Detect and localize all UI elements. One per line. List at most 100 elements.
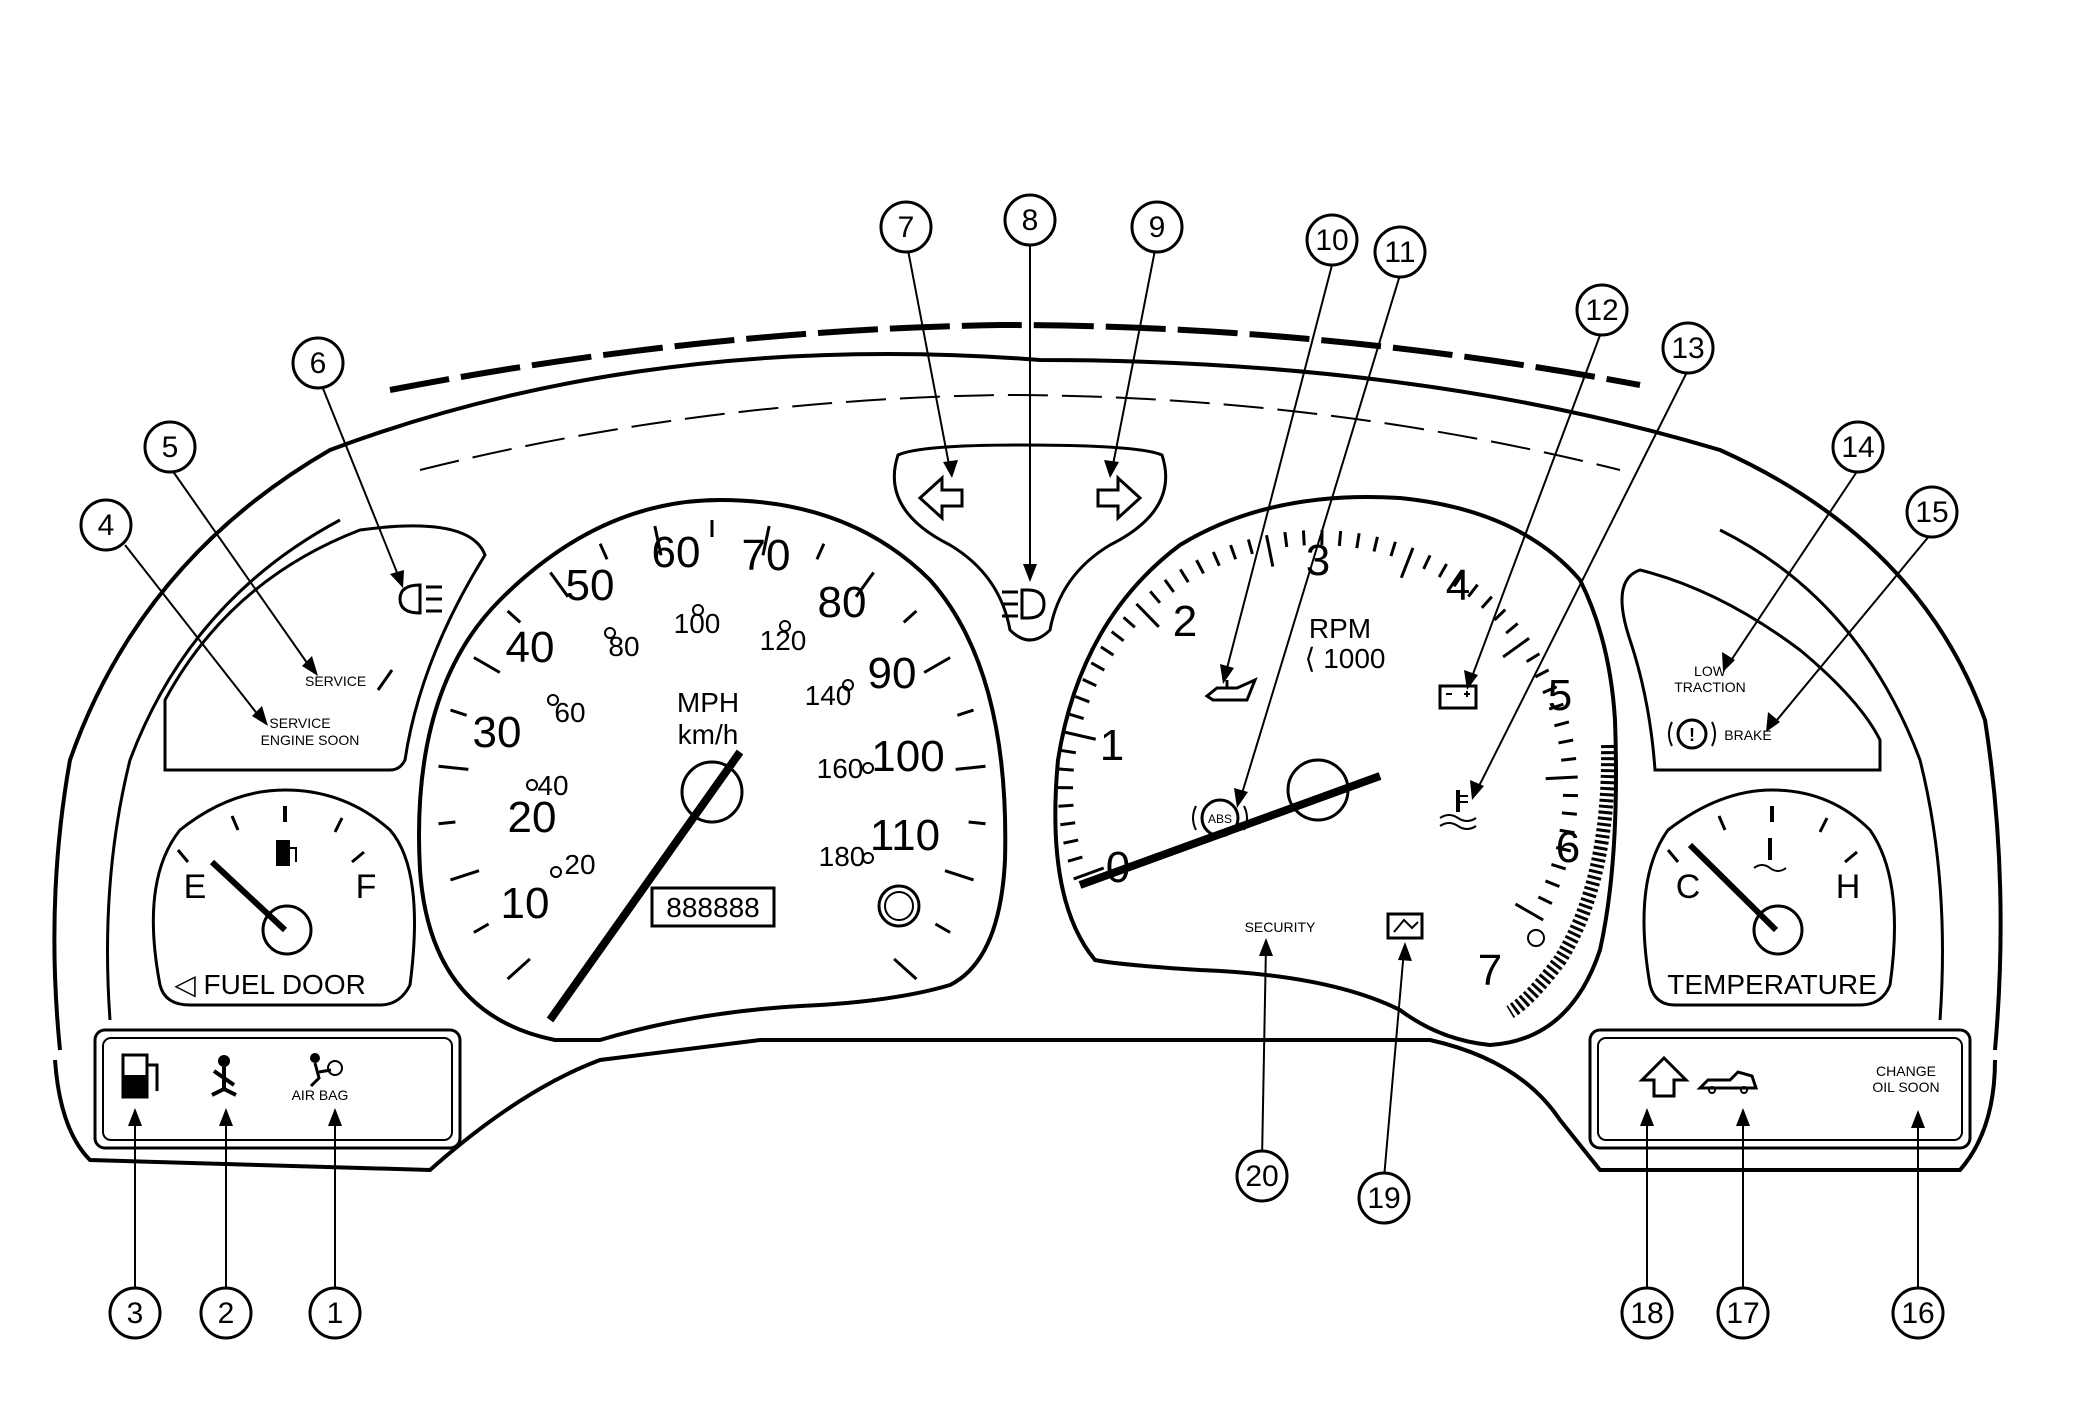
tachometer-tick bbox=[1112, 632, 1124, 641]
kmh-dot bbox=[527, 780, 537, 790]
rpm-multiplier-label: ⟨ 1000 bbox=[1305, 643, 1386, 674]
tachometer-label: 4 bbox=[1446, 561, 1470, 610]
callout-number: 5 bbox=[162, 431, 179, 464]
callout-number: 12 bbox=[1585, 294, 1618, 327]
kmh-dot bbox=[551, 867, 561, 877]
tachometer-tick bbox=[1357, 533, 1359, 548]
tachometer-tick bbox=[1091, 663, 1104, 670]
speedometer-needle bbox=[550, 752, 740, 1020]
upshift-arrow-icon bbox=[1642, 1058, 1686, 1096]
speedometer-kmh-label: 40 bbox=[537, 770, 568, 801]
speedometer-tick bbox=[474, 658, 500, 673]
speedometer-mph-label: 110 bbox=[870, 811, 940, 860]
callout-arrowheads bbox=[128, 460, 1925, 1128]
temperature-label: TEMPERATURE bbox=[1667, 969, 1877, 1000]
fuel-empty-label: E bbox=[184, 868, 207, 906]
right-warning-panel: LOW TRACTION ! BRAKE bbox=[1622, 570, 1880, 770]
change-oil-label-1: CHANGE bbox=[1876, 1063, 1936, 1079]
tachometer-tick bbox=[1515, 904, 1543, 920]
tachometer-tick bbox=[1231, 545, 1236, 559]
callout-number: 17 bbox=[1726, 1297, 1759, 1330]
tachometer-tick bbox=[1068, 857, 1082, 861]
abs-label: ABS bbox=[1208, 812, 1232, 826]
security-icon bbox=[1388, 914, 1422, 938]
seatbelt-icon bbox=[212, 1055, 236, 1095]
airbag-label: AIR BAG bbox=[292, 1087, 349, 1103]
callout-number: 19 bbox=[1367, 1182, 1400, 1215]
mph-unit-label: MPH bbox=[677, 687, 739, 718]
speedometer-tick bbox=[508, 611, 521, 622]
tachometer-tick bbox=[1059, 769, 1074, 770]
speedometer-tick bbox=[439, 766, 469, 769]
speedometer-kmh-label: 140 bbox=[805, 680, 852, 711]
tachometer-tick bbox=[1059, 805, 1074, 806]
tachometer-tick bbox=[1248, 539, 1252, 553]
tachometer-tick bbox=[1561, 758, 1576, 760]
tachometer-tick bbox=[1374, 537, 1377, 552]
speedometer-mph-label: 40 bbox=[506, 623, 555, 672]
svg-text:!: ! bbox=[1689, 725, 1695, 745]
coolant-icon bbox=[1754, 838, 1786, 871]
speedometer-mph-label: 80 bbox=[818, 578, 867, 627]
callout-number: 18 bbox=[1630, 1297, 1663, 1330]
tachometer-tick bbox=[1303, 530, 1304, 545]
coolant-temp-icon bbox=[1440, 790, 1476, 829]
service-engine-soon-label-1: SERVICE bbox=[269, 715, 330, 731]
tachometer-tick bbox=[1546, 777, 1578, 779]
callout-leaders bbox=[125, 240, 1930, 1292]
tachometer-tick bbox=[1266, 535, 1272, 566]
tachometer-tick bbox=[1165, 580, 1174, 592]
callout-number: 3 bbox=[127, 1297, 144, 1330]
left-bottom-indicator-panel: AIR BAG bbox=[95, 1030, 460, 1148]
callout-number: 10 bbox=[1315, 224, 1348, 257]
odometer-value: 888888 bbox=[666, 892, 759, 923]
odometer-display: 888888 bbox=[652, 888, 774, 926]
callout-number: 14 bbox=[1841, 431, 1874, 464]
tachometer-label: 6 bbox=[1556, 823, 1580, 872]
tachometer-tick bbox=[1562, 813, 1577, 814]
tachometer-tick bbox=[1546, 881, 1560, 887]
battery-icon bbox=[1440, 686, 1476, 708]
tachometer-tick bbox=[1554, 722, 1568, 726]
speedometer-tick bbox=[957, 710, 973, 715]
temperature-needle bbox=[1690, 845, 1776, 930]
speedometer-tick bbox=[450, 710, 466, 715]
speedometer-tick bbox=[439, 822, 456, 824]
kmh-unit-label: km/h bbox=[678, 719, 739, 750]
trunk-ajar-icon bbox=[1700, 1072, 1756, 1093]
temp-hot-label: H bbox=[1836, 868, 1861, 906]
temp-cold-label: C bbox=[1676, 868, 1701, 906]
callout-number: 16 bbox=[1901, 1297, 1934, 1330]
callout-number: 20 bbox=[1245, 1160, 1278, 1193]
callout-number: 9 bbox=[1149, 211, 1166, 244]
speedometer-tick bbox=[924, 658, 950, 673]
tachometer-needle bbox=[1080, 776, 1380, 885]
fuel-needle bbox=[212, 862, 285, 930]
callout-number: 13 bbox=[1671, 332, 1704, 365]
speedometer-mph-label: 30 bbox=[473, 708, 522, 757]
tachometer-tick bbox=[1558, 740, 1573, 743]
tachometer-tick bbox=[1527, 654, 1540, 662]
callout-number: 11 bbox=[1384, 236, 1415, 269]
tachometer-tick bbox=[1503, 638, 1529, 657]
tachometer-tick bbox=[1506, 623, 1518, 633]
high-beam-icon bbox=[1002, 590, 1044, 618]
speedometer-tick bbox=[474, 924, 489, 933]
fuel-door-label: ◁ FUEL DOOR bbox=[174, 969, 366, 1000]
fuel-full-label: F bbox=[356, 868, 377, 906]
tachometer-tick bbox=[1136, 604, 1158, 627]
tachometer-label: 2 bbox=[1173, 597, 1197, 646]
tachometer-label: 5 bbox=[1548, 671, 1572, 720]
rpm-unit-label: RPM bbox=[1309, 613, 1371, 644]
speedometer-mph-label: 10 bbox=[501, 879, 550, 928]
tachometer-tick bbox=[1101, 647, 1114, 655]
callout-number: 4 bbox=[98, 509, 115, 542]
speedometer-tick bbox=[945, 871, 974, 880]
callout-number: 15 bbox=[1915, 496, 1948, 529]
speedometer-kmh-label: 20 bbox=[564, 849, 595, 880]
tachometer-tick bbox=[1075, 697, 1089, 702]
speedometer-tick bbox=[969, 822, 986, 824]
speedometer-tick bbox=[956, 766, 986, 769]
